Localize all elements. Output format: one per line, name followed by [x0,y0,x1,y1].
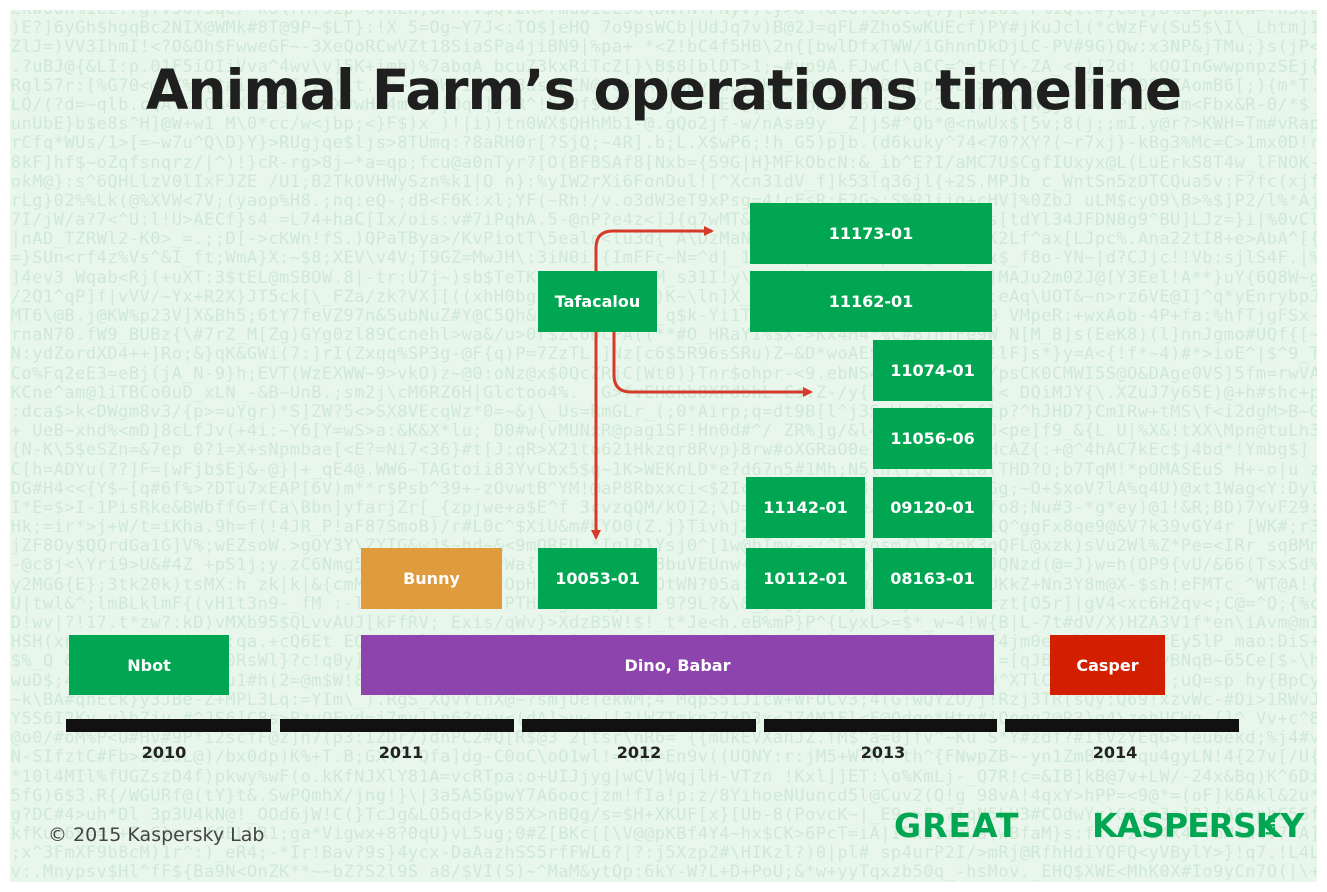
sample-box-10112-01: 10112-01 [746,548,865,609]
year-label-2010: 2010 [141,743,187,762]
nbot-box: Nbot [69,635,229,695]
timeline-segment-2013 [764,719,997,732]
kaspersky-lab-mark: lab [1265,810,1278,840]
sample-box-11142-01: 11142-01 [746,477,865,538]
copyright-notice: © 2015 Kaspersky Lab [48,824,265,846]
sample-box-11162-01: 11162-01 [750,271,992,332]
kaspersky-lab-text: lab [1265,814,1278,836]
timeline-segment-2012 [522,719,756,732]
timeline-segment-2014 [1005,719,1239,732]
kaspersky-logo: KASPERSKY [1092,806,1304,845]
year-label-2011: 2011 [378,743,424,762]
casper-box: Casper [1050,635,1165,695]
sample-box-09120-01: 09120-01 [873,477,992,538]
year-label-2014: 2014 [1092,743,1138,762]
dino-babar-bar: Dino, Babar [361,635,994,695]
timeline-segment-2010 [66,719,271,732]
great-logo: GREAT [894,806,1020,845]
bunny-box: Bunny [361,548,502,609]
arrow-to-11173 [594,226,714,271]
sample-box-11173-01: 11173-01 [750,203,992,264]
page-title: Animal Farm’s operations timeline [145,58,1182,122]
sample-box-11056-06: 11056-06 [873,408,992,469]
sample-box-08163-01: 08163-01 [873,548,992,609]
year-label-2013: 2013 [860,743,906,762]
tafacalou-box: Tafacalou [538,271,657,332]
timeline-segment-2011 [280,719,514,732]
year-label-2012: 2012 [616,743,662,762]
arrow-to-11074 [612,332,813,397]
sample-box-10053-01: 10053-01 [538,548,657,609]
sample-box-11074-01: 11074-01 [873,340,992,401]
